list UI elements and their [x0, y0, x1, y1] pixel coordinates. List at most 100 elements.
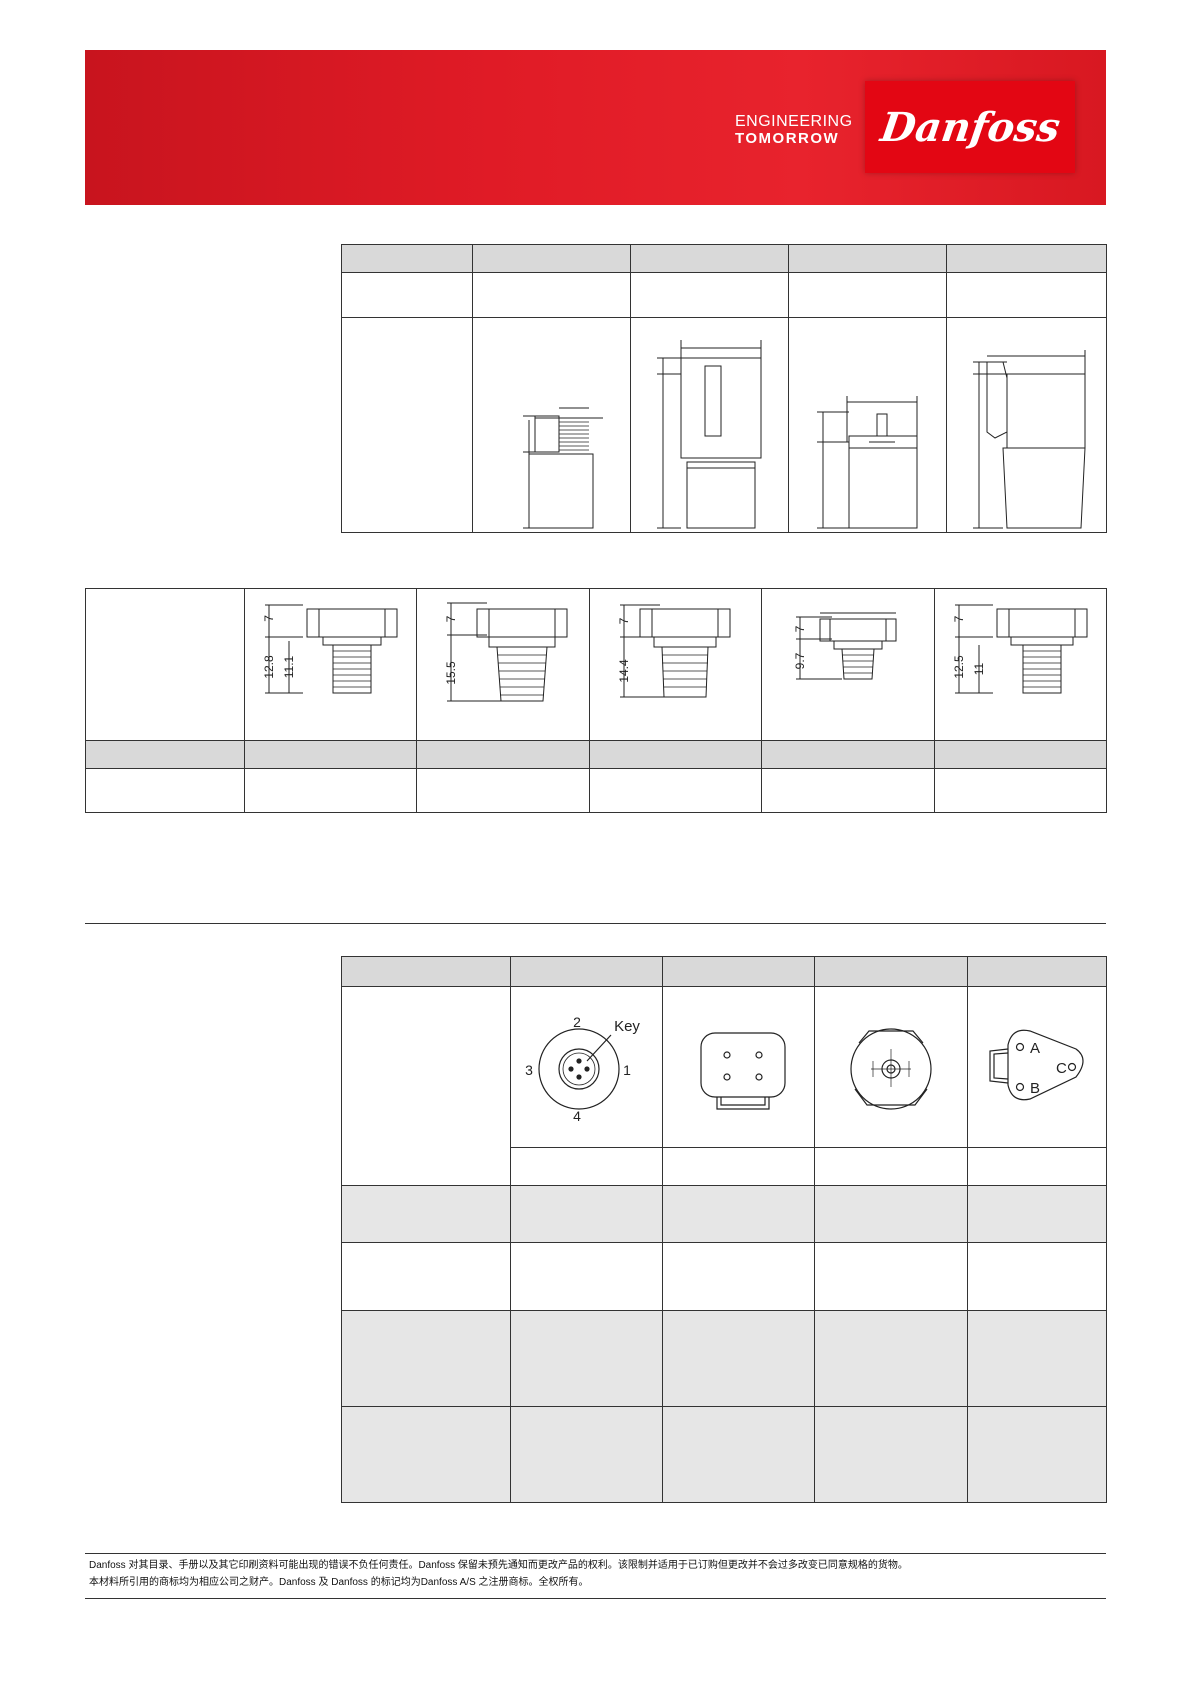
- logo-text: Danfoss: [877, 103, 1063, 151]
- tagline-line1: ENGINEERING: [735, 113, 853, 130]
- tagline-line2: TOMORROW: [735, 130, 840, 147]
- footer-line2: 本材料所引用的商标均为相应公司之财产。Danfoss 及 Danfoss 的标记…: [89, 1577, 589, 1588]
- table-cell: [510, 1310, 663, 1407]
- header-cell: [472, 244, 631, 273]
- header-cell: [814, 956, 968, 987]
- danfoss-logo: Danfoss: [865, 81, 1075, 173]
- dim-outer: 9.7: [793, 652, 807, 669]
- thread-drawing-1: 7 12.8 11.1: [244, 588, 417, 741]
- header-cell: [662, 956, 815, 987]
- header-cell: [589, 740, 762, 769]
- table-cell: [244, 768, 417, 813]
- pin-label: 3: [525, 1062, 533, 1078]
- table-cell: [788, 272, 947, 318]
- pin-label: C: [1056, 1060, 1067, 1077]
- table-cell: [946, 272, 1107, 318]
- header-cell: [934, 740, 1107, 769]
- header-cell: [946, 244, 1107, 273]
- dim-outer: 12.8: [262, 655, 276, 679]
- dim-outer: 14.4: [617, 659, 631, 683]
- header-cell: [341, 956, 511, 987]
- pin-label: A: [1030, 1040, 1040, 1057]
- thread-drawing-5: 7 12.5 11: [934, 588, 1107, 741]
- thread-drawing-4: 7 9.7: [761, 588, 935, 741]
- table-cell: [341, 272, 473, 318]
- header-cell: [967, 956, 1107, 987]
- table-cell: [630, 272, 789, 318]
- pin-label: 1: [623, 1062, 631, 1078]
- table-cell: [662, 1310, 815, 1407]
- pin-label: 2: [573, 1014, 581, 1030]
- pin-label: B: [1030, 1080, 1040, 1097]
- table-cell: [967, 1406, 1107, 1503]
- header-cell: [85, 740, 245, 769]
- table-cell: [934, 768, 1107, 813]
- table-cell: [761, 768, 935, 813]
- table-cell: [662, 1185, 815, 1243]
- footer-text: Danfoss 对其目录、手册以及其它印刷资料可能出现的错误不负任何责任。Dan…: [89, 1557, 908, 1591]
- table-cell: [416, 768, 590, 813]
- table-cell: [341, 986, 511, 1186]
- table-cell: [341, 1310, 511, 1407]
- header-cell: [510, 956, 663, 987]
- dim-hex: 7: [617, 617, 631, 624]
- header-cell: [761, 740, 935, 769]
- table-cell: [472, 272, 631, 318]
- dim-hex: 7: [444, 615, 458, 622]
- dim-outer: 15.5: [444, 661, 458, 685]
- table-cell: [510, 1406, 663, 1503]
- table-cell: [967, 1147, 1107, 1186]
- table-cell: [814, 1310, 968, 1407]
- table-cell: [814, 1242, 968, 1311]
- deutsch-connector-drawing: [946, 317, 1107, 533]
- table-cell: [967, 1185, 1107, 1243]
- din-connector-drawing: [788, 317, 947, 533]
- deutsch-4pin-drawing: [662, 986, 815, 1148]
- pin-label: 4: [573, 1108, 581, 1124]
- table-cell: [662, 1242, 815, 1311]
- key-label: Key: [614, 1018, 640, 1035]
- table-cell: [814, 1147, 968, 1186]
- header-cell: [416, 740, 590, 769]
- table-cell: [341, 1406, 511, 1503]
- dim-inner: 11.1: [282, 655, 296, 678]
- table-cell: [589, 768, 762, 813]
- table-cell: [85, 768, 245, 813]
- table-cell: [341, 1242, 511, 1311]
- section-divider: [85, 923, 1106, 924]
- connection-table: [341, 244, 1107, 533]
- thread-drawing-3: 7 14.4: [589, 588, 762, 741]
- table-cell: [662, 1406, 815, 1503]
- deutsch-3pin-drawing: A B C: [967, 986, 1107, 1148]
- footer-top-rule: [85, 1553, 1106, 1554]
- footer-bottom-rule: [85, 1598, 1106, 1599]
- m12-pinout-drawing: 2 3 1 4 Key: [510, 986, 663, 1148]
- table-cell: [510, 1147, 663, 1186]
- pressure-connection-table: 7 12.8 11.1 7 15.5: [85, 588, 1107, 813]
- dim-outer: 12.5: [952, 655, 966, 679]
- cable-connector-drawing: [472, 317, 631, 533]
- header-cell: [244, 740, 417, 769]
- dim-inner: 11: [972, 662, 986, 675]
- table-cell: [814, 1406, 968, 1503]
- table-cell: [967, 1242, 1107, 1311]
- dim-hex: 7: [952, 615, 966, 622]
- thread-drawing-2: 7 15.5: [416, 588, 590, 741]
- table-cell: [662, 1147, 815, 1186]
- tagline: ENGINEERING TOMORROW: [735, 113, 853, 147]
- table-cell: [814, 1185, 968, 1243]
- table-cell: [85, 588, 245, 741]
- table-cell: [510, 1242, 663, 1311]
- din-pinout-drawing: [814, 986, 968, 1148]
- header-cell: [341, 244, 473, 273]
- dim-hex: 7: [793, 625, 807, 632]
- table-cell: [967, 1310, 1107, 1407]
- dim-hex: 7: [262, 615, 276, 622]
- packard-connector-drawing: [630, 317, 789, 533]
- header-cell: [788, 244, 947, 273]
- table-cell: [341, 1185, 511, 1243]
- pin-assignment-table: 2 3 1 4 Key: [341, 956, 1107, 1503]
- table-cell: [510, 1185, 663, 1243]
- footer-line1: Danfoss 对其目录、手册以及其它印刷资料可能出现的错误不负任何责任。Dan…: [89, 1560, 908, 1571]
- header-cell: [630, 244, 789, 273]
